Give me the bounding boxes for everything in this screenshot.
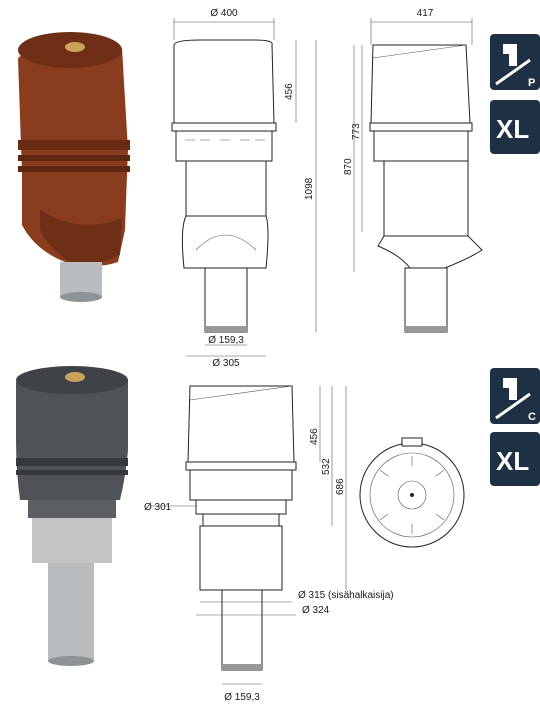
badge-pipe-type-p: P (490, 34, 540, 90)
badge-xl-bottom: XL (490, 432, 540, 486)
dim-width-top: Ø 400 (210, 8, 238, 19)
top-view-circle-drawing (359, 437, 465, 548)
badge-pipe-type-c: C (490, 368, 540, 424)
badge-xl-top-text: XL (496, 114, 529, 144)
terracotta-vent-photo (18, 32, 130, 302)
badge-c-letter: C (528, 411, 536, 423)
dim-bottom-height-456: 456 (309, 428, 320, 445)
dim-bottom-height-532: 532 (321, 458, 332, 475)
dim-bottom-height-686: 686 (335, 478, 346, 495)
dim-bottom-pipe: Ø 159,3 (224, 692, 260, 703)
front-view-drawing-bottom (150, 385, 347, 685)
dim-bottom-324: Ø 324 (302, 605, 330, 616)
badge-p-letter: P (528, 77, 535, 89)
side-view-drawing (353, 18, 483, 333)
dim-height-456: 456 (284, 83, 295, 100)
front-view-drawing (171, 18, 317, 357)
dim-bottom-301: Ø 301 (144, 502, 172, 513)
graphite-vent-photo (16, 366, 128, 666)
dim-width-side: 417 (417, 8, 434, 19)
dim-pipe-diameter: Ø 159,3 (208, 335, 244, 346)
dim-height-870: 870 (343, 158, 354, 175)
dim-height-1098: 1098 (304, 177, 315, 200)
dim-height-773: 773 (351, 123, 362, 140)
badge-xl-bottom-text: XL (496, 446, 529, 476)
dim-bottom-315: Ø 315 (sisähalkaisija) (298, 590, 394, 601)
dim-base-diameter: Ø 305 (212, 358, 240, 369)
badge-xl-top: XL (490, 100, 540, 154)
